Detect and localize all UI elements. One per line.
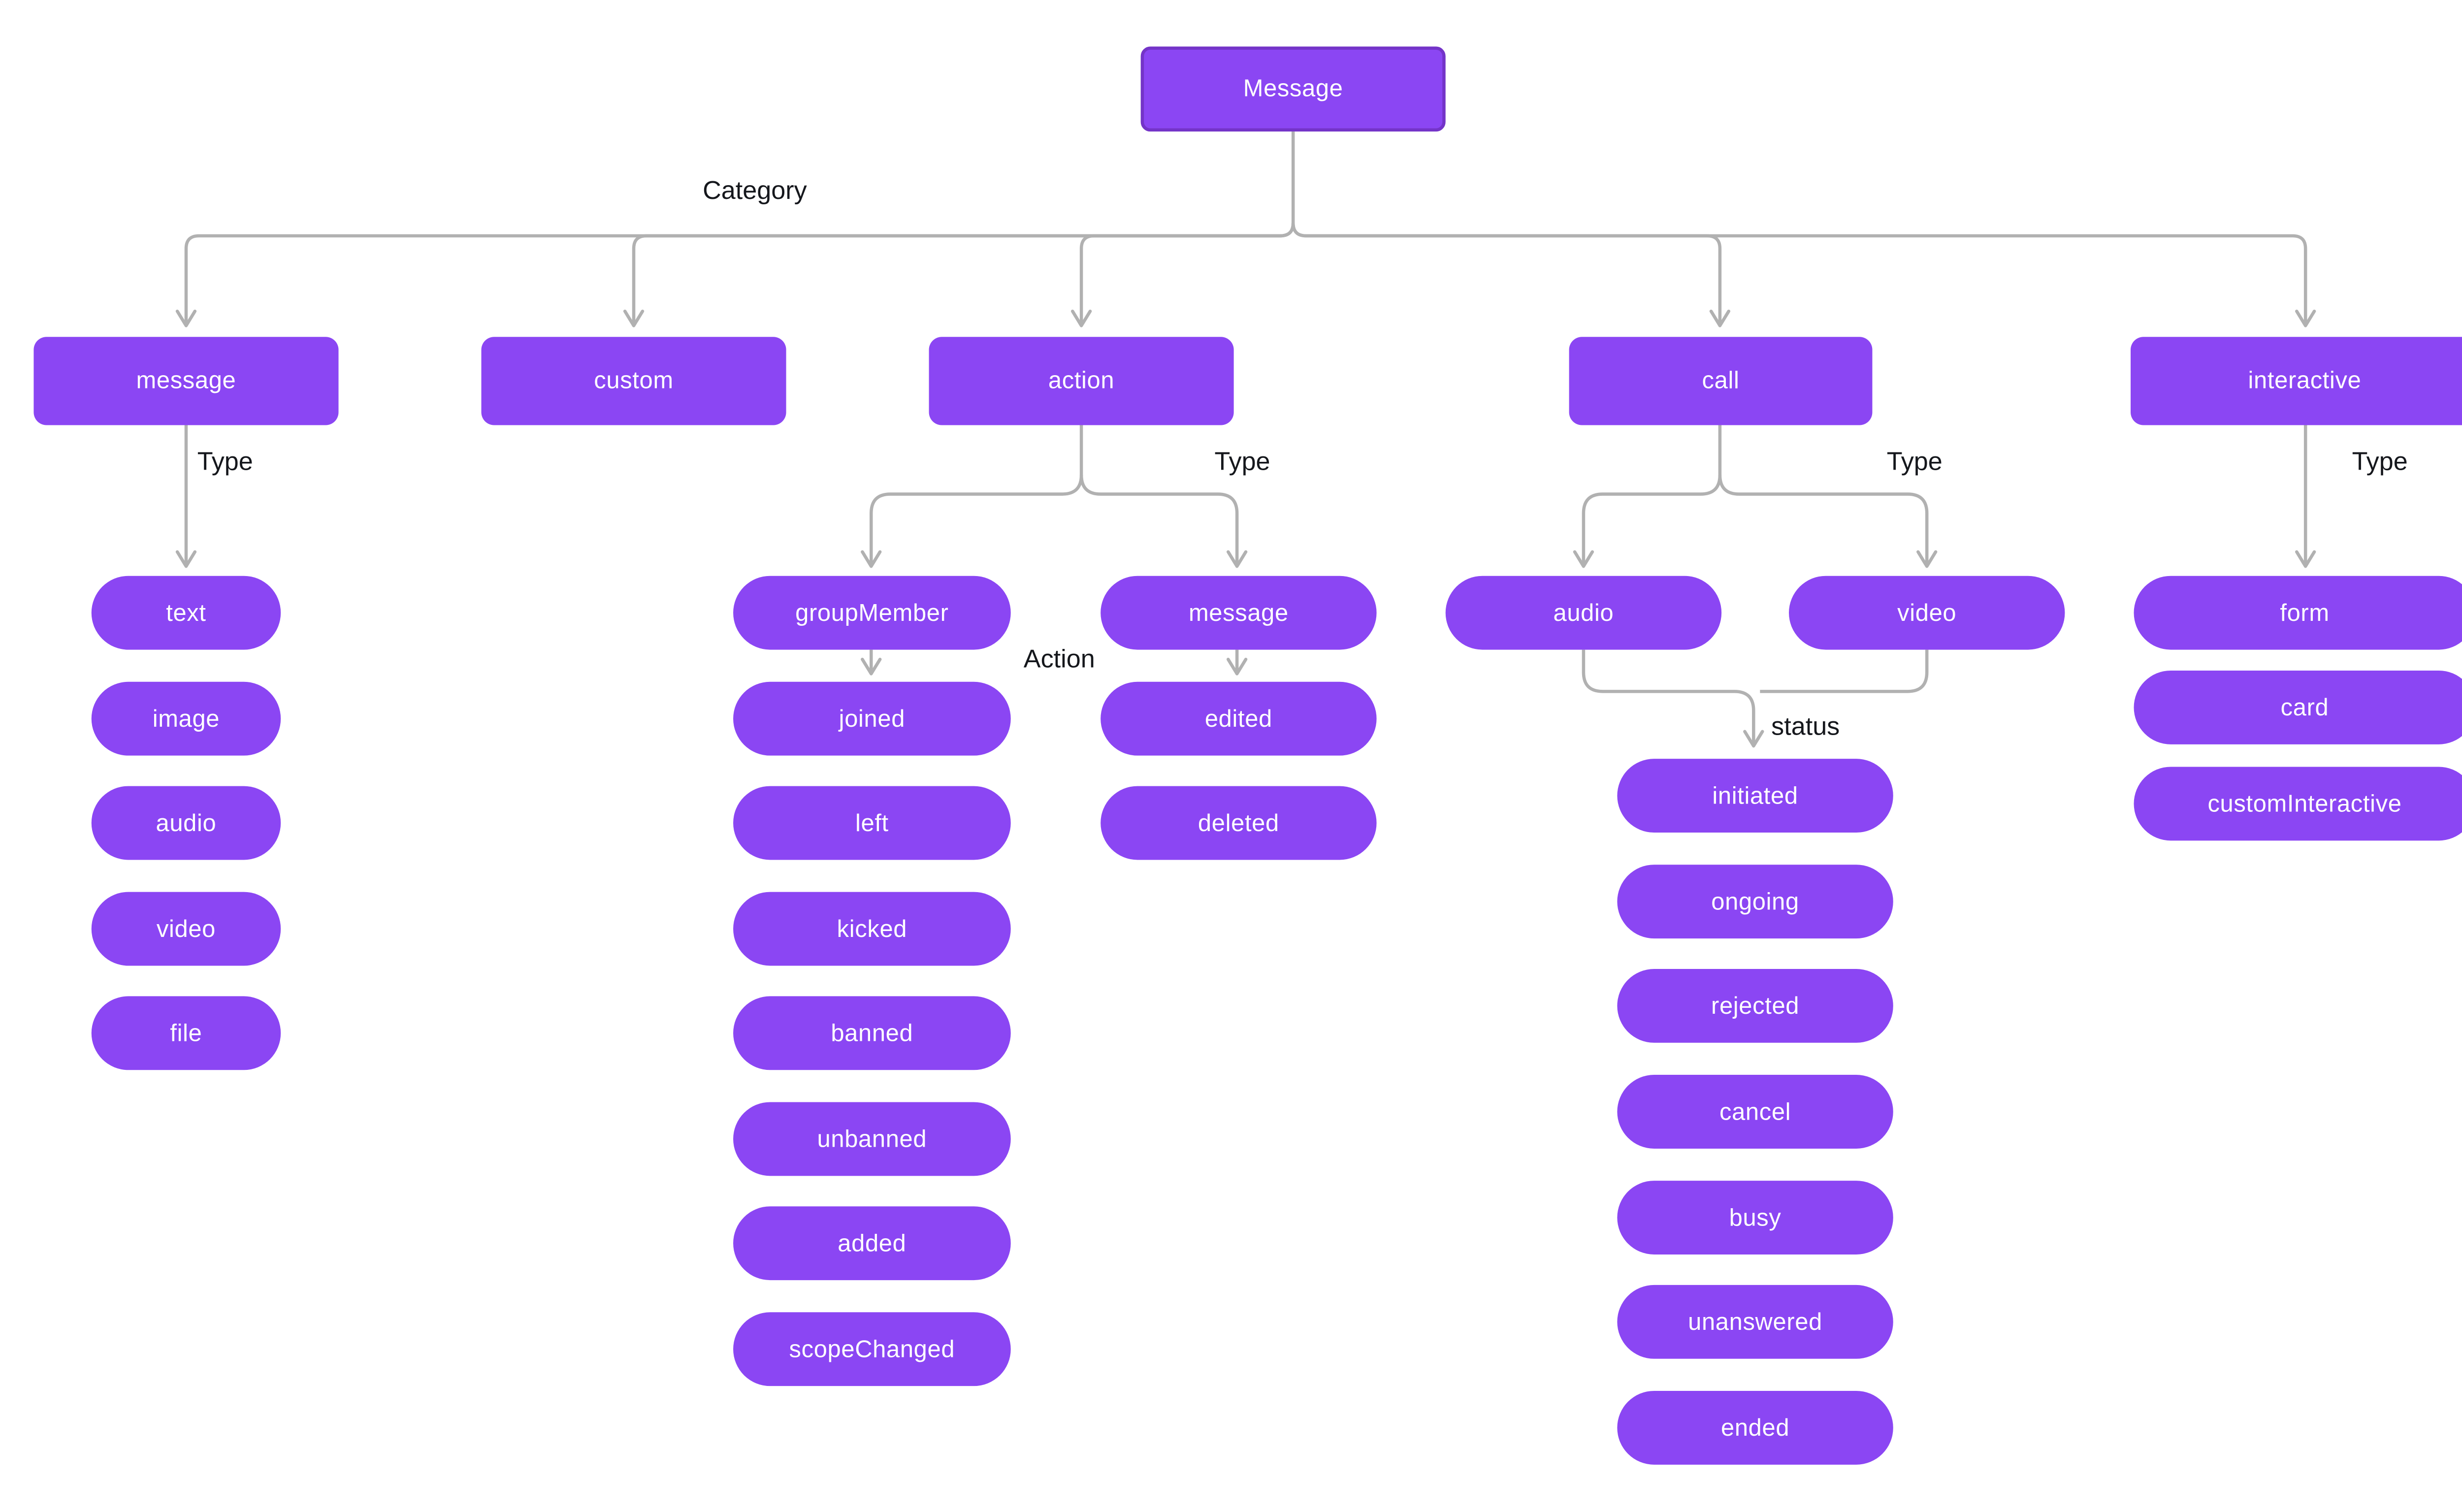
- node-status-busy: busy: [1617, 1181, 1893, 1255]
- node-type-audio: audio: [91, 786, 281, 860]
- edge-call-to-audio: [1573, 475, 1722, 568]
- node-category-action: action: [929, 337, 1234, 425]
- edge-action-to-message: [1079, 475, 1248, 568]
- edge-root-to-message: [175, 223, 1295, 327]
- node-interactive-form: form: [2134, 576, 2462, 650]
- node-call-audio: audio: [1445, 576, 1722, 650]
- node-call-video: video: [1789, 576, 2065, 650]
- node-category-interactive: interactive: [2131, 337, 2462, 425]
- node-type-video: video: [91, 892, 281, 966]
- edge-label-type-call: Type: [1886, 449, 1943, 477]
- node-action-kicked: kicked: [733, 892, 1011, 966]
- node-status-rejected: rejected: [1617, 969, 1893, 1043]
- node-action-deleted: deleted: [1101, 786, 1377, 860]
- edge-call-to-video: [1718, 475, 1938, 568]
- edge-root-to-action: [1070, 223, 1295, 327]
- node-type-file: file: [91, 996, 281, 1070]
- edge-video-merge: [1760, 649, 1929, 693]
- node-action-joined: joined: [733, 681, 1011, 756]
- node-action-unbanned: unbanned: [733, 1102, 1011, 1176]
- node-type-image: image: [91, 681, 281, 756]
- node-status-unanswered: unanswered: [1617, 1285, 1893, 1359]
- node-action-added: added: [733, 1206, 1011, 1281]
- node-interactive-custominteractive: customInteractive: [2134, 767, 2462, 841]
- edge-action-to-groupmember: [861, 475, 1083, 568]
- node-category-custom: custom: [481, 337, 786, 425]
- edge-label-type-interactive: Type: [2352, 449, 2408, 477]
- edge-label-action: Action: [1023, 646, 1095, 674]
- node-action-edited: edited: [1101, 681, 1377, 756]
- node-action-scopechanged: scopeChanged: [733, 1312, 1011, 1386]
- node-action-left: left: [733, 786, 1011, 860]
- edge-root-to-call: [1291, 223, 1731, 327]
- node-action-message: message: [1101, 576, 1377, 650]
- node-groupmember: groupMember: [733, 576, 1011, 650]
- edge-label-type-action: Type: [1214, 449, 1270, 477]
- edge-root-to-interactive: [1291, 223, 2316, 327]
- node-type-text: text: [91, 576, 281, 650]
- edge-label-status: status: [1771, 713, 1840, 741]
- node-status-ongoing: ongoing: [1617, 865, 1893, 939]
- edge-label-category: Category: [703, 178, 807, 206]
- node-status-ended: ended: [1617, 1390, 1893, 1465]
- node-root-message: Message: [1140, 46, 1446, 132]
- node-status-initiated: initiated: [1617, 759, 1893, 833]
- node-action-banned: banned: [733, 996, 1011, 1070]
- edge-label-type-message: Type: [197, 449, 253, 477]
- node-category-message: message: [33, 337, 339, 425]
- node-status-cancel: cancel: [1617, 1075, 1893, 1149]
- node-category-call: call: [1569, 337, 1873, 425]
- edge-root-to-custom: [623, 223, 1295, 327]
- edge-audio-merge-to-initiated: [1582, 649, 1764, 748]
- node-interactive-card: card: [2134, 670, 2462, 744]
